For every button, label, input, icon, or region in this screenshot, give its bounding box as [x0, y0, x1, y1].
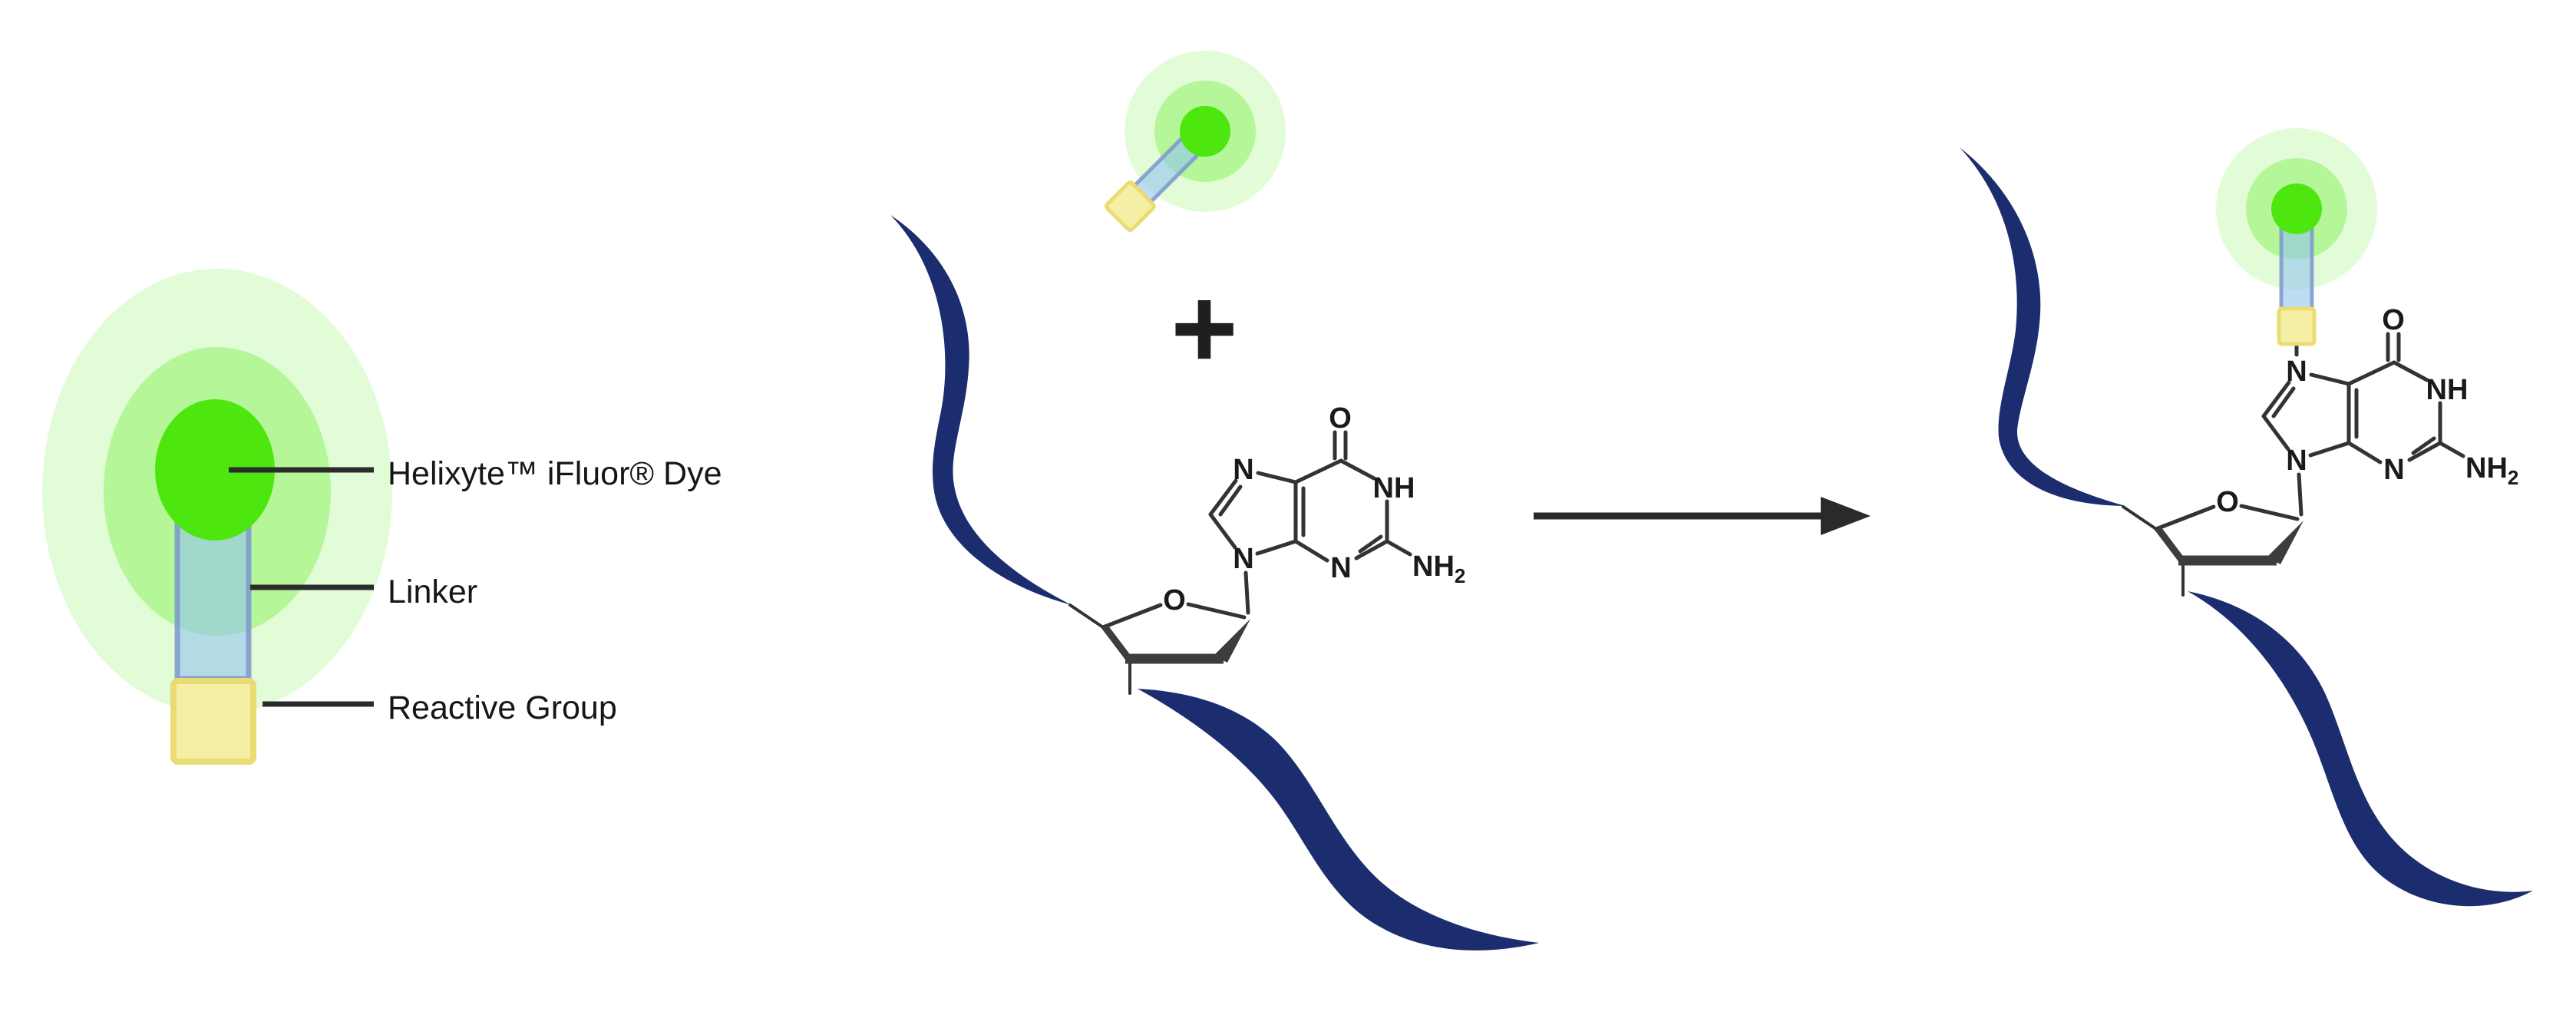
reagent-dye	[1105, 50, 1286, 232]
reaction-arrow	[1534, 497, 1871, 535]
legend-label-dye: Helixyte™ iFluor® Dye	[388, 455, 722, 492]
dna-strand-bottom-middle	[1138, 689, 1539, 951]
legend-pointers	[229, 467, 374, 707]
dna-strand-bottom-right	[2188, 591, 2533, 907]
product-dye	[2216, 128, 2377, 346]
dye-reactive-group	[170, 678, 256, 765]
dye-reactive-group	[2277, 306, 2317, 346]
dna-strands	[890, 147, 2533, 951]
legend-dye	[42, 269, 392, 765]
nucleotide-reactant	[1070, 402, 1465, 693]
dye-core	[1180, 106, 1230, 157]
dye-core	[2271, 184, 2322, 234]
legend-label-reactive-group: Reactive Group	[388, 689, 617, 726]
dna-strand-top-right	[1960, 147, 2125, 506]
dna-strand-top-left	[890, 215, 1072, 605]
plus-sign: +	[1171, 263, 1238, 392]
arrow-head-icon	[1821, 497, 1871, 535]
dye-core	[155, 399, 275, 541]
legend-label-linker: Linker	[388, 574, 478, 610]
dye-reactive-group	[1105, 180, 1156, 232]
nucleotide-product	[2123, 304, 2518, 595]
